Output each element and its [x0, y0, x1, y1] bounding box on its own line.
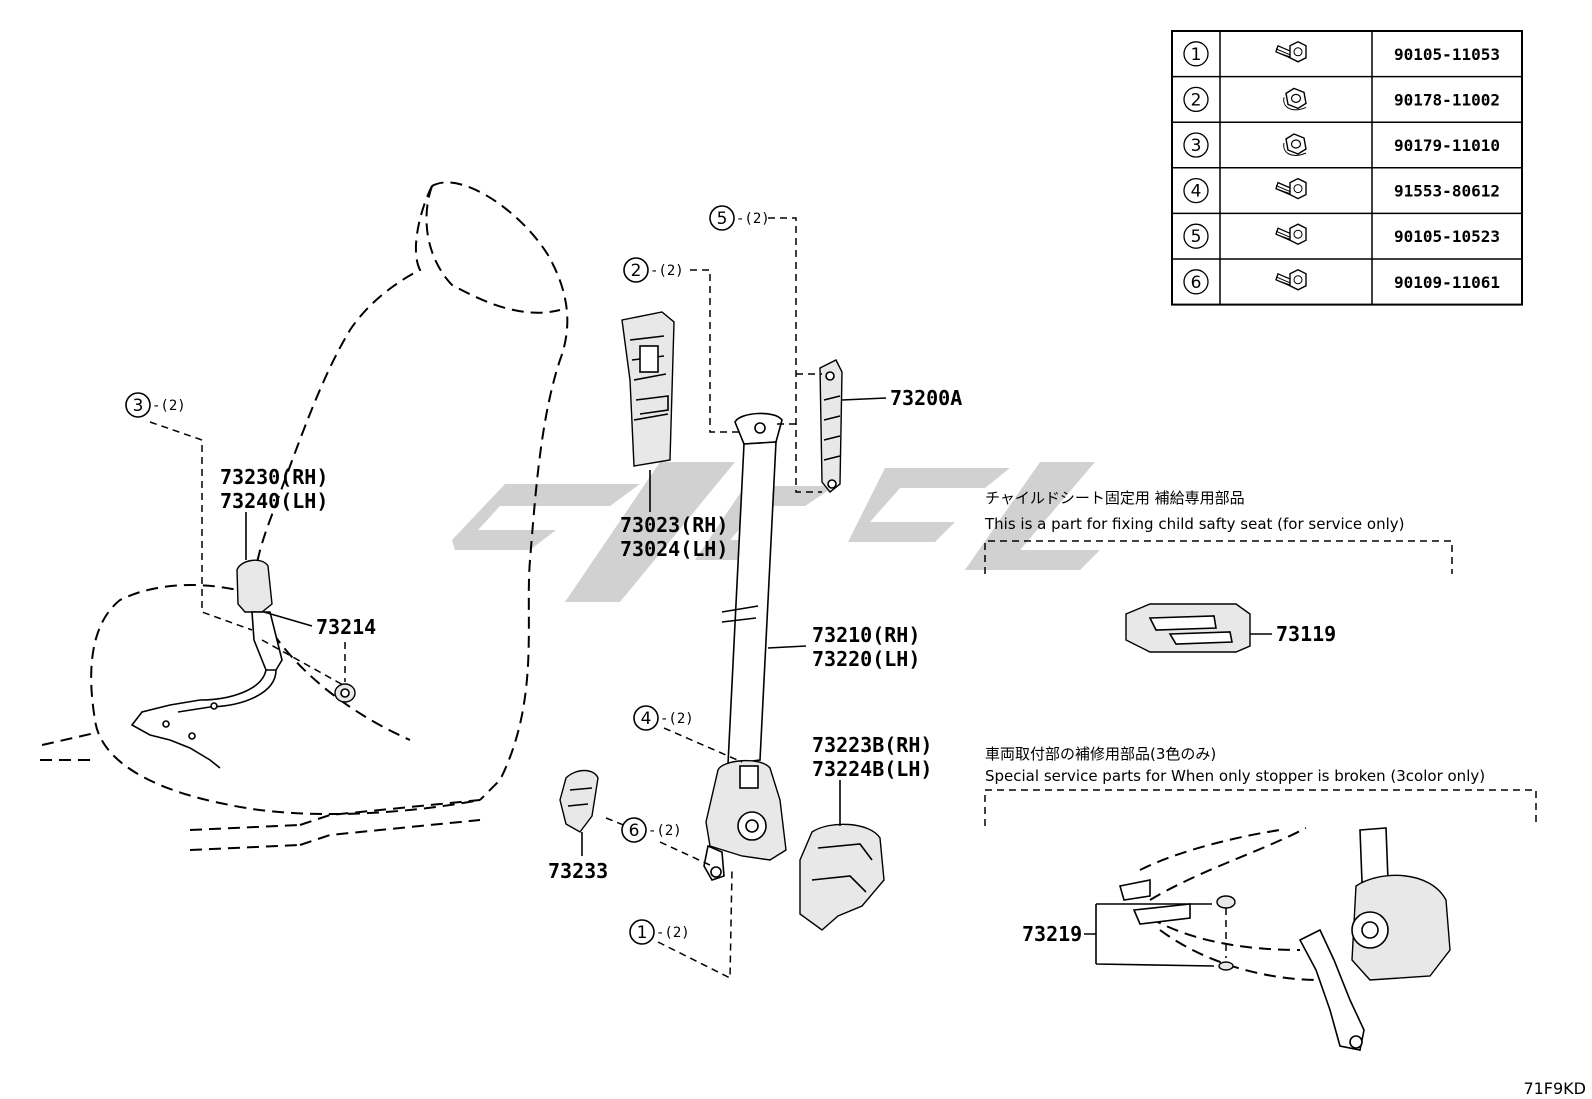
child-seat-note-en: This is a part for fixing child safty se…: [984, 515, 1404, 533]
table-row: 3 90179-11010: [1172, 121, 1522, 158]
table-row: 6 90109-11061: [1172, 258, 1522, 295]
callout-number: 4: [641, 709, 652, 729]
row-number: 5: [1191, 227, 1202, 247]
label-73024: 73024(LH): [620, 537, 728, 561]
callout-4: 4 -(2): [633, 705, 694, 731]
bolt-icon: [1275, 269, 1307, 291]
shoulder-belt-adjuster: [819, 359, 843, 493]
callout-number: 3: [133, 396, 144, 416]
stopper-note-jp: 車両取付部の補修用部品(3色のみ): [985, 745, 1216, 763]
callout-number: 5: [717, 209, 728, 229]
callout-qty: -(2): [648, 823, 682, 839]
nut-icon: [1283, 87, 1307, 111]
callout-6: 6 -(2): [621, 817, 682, 843]
retractor-cover: [799, 823, 885, 931]
diagram-code: 71F9KD: [1523, 1079, 1586, 1098]
row-number-circle: [1183, 177, 1209, 204]
row-part-number: 90105-10523: [1394, 227, 1500, 246]
child-seat-note-jp: チャイルドシート固定用 補給専用部品: [985, 489, 1245, 507]
label-73230: 73230(RH): [220, 465, 328, 489]
leader-lines: [149, 217, 822, 980]
bolt-icon: [1275, 41, 1307, 63]
callout-3: 3 -(2): [125, 392, 186, 418]
label-73200A: 73200A: [890, 386, 962, 410]
label-73210: 73210(RH): [812, 623, 920, 647]
row-number: 1: [1191, 45, 1202, 65]
callout-qty: -(2): [152, 398, 186, 414]
watermark-logo: [452, 462, 1100, 602]
table-row: 1 90105-11053: [1183, 41, 1500, 67]
callout-number: 6: [629, 821, 640, 841]
callout-5: 5 -(2): [709, 205, 770, 231]
nut-icon: [1283, 133, 1307, 156]
row-number-circle: [1183, 223, 1209, 249]
callout-qty: -(2): [650, 263, 684, 279]
label-73214: 73214: [316, 615, 376, 639]
table-row: 4 91553-80612: [1172, 167, 1522, 204]
bolt-icon: [1275, 223, 1307, 245]
callout-number: 1: [637, 923, 648, 943]
stopper-clip: [1216, 895, 1236, 971]
callout-qty: -(2): [736, 211, 770, 227]
label-73224B: 73224B(LH): [812, 757, 932, 781]
label-73223B: 73223B(RH): [812, 733, 932, 757]
pillar-garnish: [621, 311, 675, 467]
label-73023: 73023(RH): [620, 513, 728, 537]
label-73233: 73233: [548, 859, 608, 883]
row-number: 2: [1191, 90, 1202, 110]
child-seat-bracket-73119: [1125, 603, 1251, 653]
bolt-icon: [1275, 177, 1307, 200]
label-73219: 73219: [1022, 922, 1082, 946]
row-part-number: 91553-80612: [1394, 182, 1500, 201]
label-73119: 73119: [1276, 622, 1336, 646]
row-number-circle: [1183, 86, 1209, 113]
nut-73214: [334, 683, 356, 703]
row-number: 6: [1191, 273, 1202, 293]
callout-number: 2: [631, 261, 642, 281]
table-row: 2 90178-11002: [1172, 75, 1522, 113]
callout-qty: -(2): [656, 925, 690, 941]
stopper-service-section: 車両取付部の補修用部品(3色のみ) Special service parts …: [984, 745, 1537, 1051]
row-part-number: 90179-11010: [1394, 136, 1500, 155]
row-number-circle: [1183, 41, 1209, 67]
callout-2: 2 -(2): [623, 257, 684, 283]
row-number-circle: [1183, 132, 1209, 158]
seat-outline: [40, 181, 569, 851]
callout-1: 1 -(2): [629, 919, 690, 945]
row-part-number: 90105-11053: [1394, 45, 1500, 64]
callout-qty: -(2): [660, 711, 694, 727]
stopper-note-en: Special service parts for When only stop…: [985, 767, 1485, 785]
fastener-table: 1 90105-11053 2 90178-11002 3 90179-11010 4 915…: [1171, 30, 1523, 306]
row-part-number: 90178-11002: [1394, 90, 1500, 109]
row-number: 4: [1191, 182, 1202, 202]
seat-belt-assembly: [703, 412, 787, 881]
child-seat-service-section: チャイルドシート固定用 補給専用部品 This is a part for fi…: [984, 489, 1453, 653]
seat-belt-buckle: [130, 559, 283, 769]
row-part-number: 90109-11061: [1394, 273, 1500, 292]
label-73240: 73240(LH): [220, 489, 328, 513]
table-row: 5 90105-10523: [1172, 212, 1522, 249]
row-number: 3: [1191, 136, 1202, 156]
small-cover-73233: [559, 769, 599, 833]
row-number-circle: [1183, 269, 1209, 295]
label-73220: 73220(LH): [812, 647, 920, 671]
